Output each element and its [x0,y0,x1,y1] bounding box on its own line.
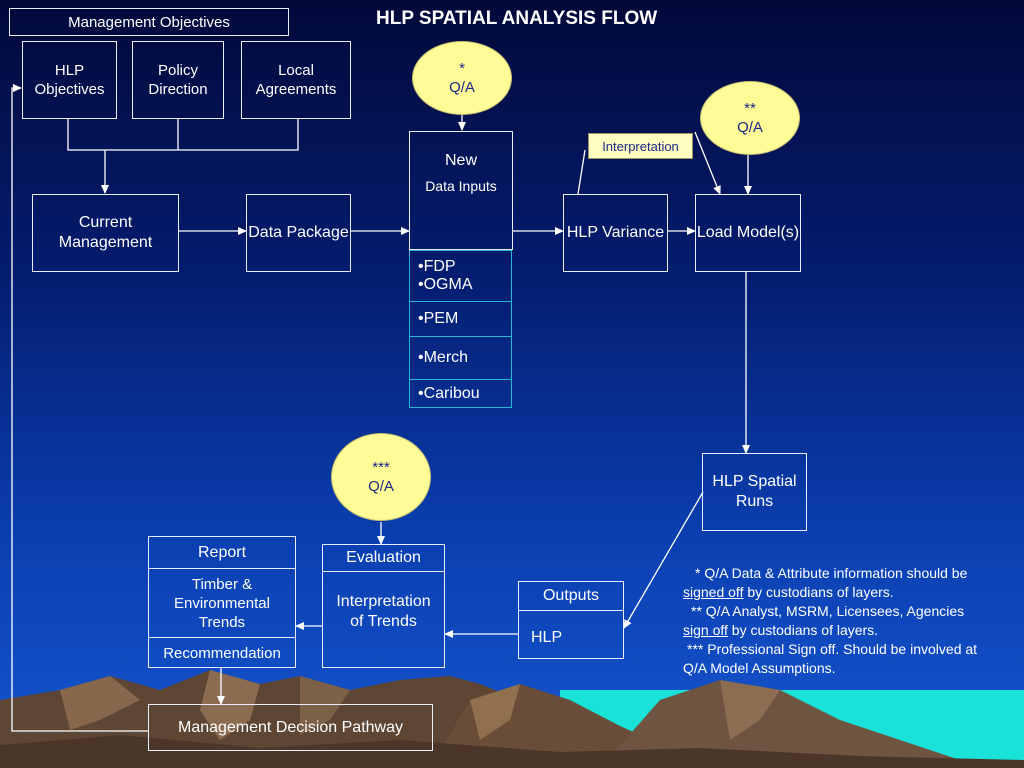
management-decision-pathway-box: Management Decision Pathway [148,704,433,751]
page-title: HLP SPATIAL ANALYSIS FLOW [376,8,658,29]
hlp-objectives-box: HLP Objectives [22,41,117,119]
policy-direction-label: Policy Direction [148,62,208,98]
data-package-box: Data Package [246,194,351,272]
qa-star: * [459,60,465,77]
report-header: Report [149,537,295,569]
evaluation-box: Evaluation Interpretation of Trends [322,544,445,668]
footnote-2: ** Q/A Analyst, MSRM, Licensees, Agencie… [683,602,983,640]
load-models-box: Load Model(s) [695,194,801,272]
report-footer: Recommendation [163,644,281,662]
hlp-objectives-label: HLP Objectives [34,62,105,98]
hlp-spatial-runs-box: HLP Spatial Runs [702,453,807,531]
report-body: Timber & Environmental Trends [149,569,295,638]
outputs-header: Outputs [519,582,623,611]
qa-star: ** [744,100,756,117]
current-management-label: Current Management [58,214,153,251]
current-management-box: Current Management [32,194,179,272]
report-box: Report Timber & Environmental Trends Rec… [148,536,296,668]
qa-label: Q/A [449,79,475,96]
hlp-spatial-runs-label: HLP Spatial Runs [712,473,797,510]
new-label: New [444,152,477,169]
local-agreements-box: Local Agreements [241,41,351,119]
qa-oval-2: ** Q/A [700,81,800,155]
hlp-variance-box: HLP Variance [563,194,668,272]
input-caribou: •Caribou [418,384,480,402]
list-item: •PEM [409,302,512,337]
outputs-box: Outputs HLP [518,581,624,659]
list-item: •FDP •OGMA [409,250,512,302]
data-input-list: •FDP •OGMA •PEM •Merch •Caribou [409,250,512,408]
footnote-2-suffix: by custodians of layers. [727,622,879,638]
footnote-3: *** Professional Sign off. Should be inv… [683,640,983,678]
data-inputs-label: Data Inputs [425,178,497,194]
footnote-1-suffix: by custodians of layers. [743,584,894,600]
evaluation-body: Interpretation of Trends [336,593,431,630]
qa-label: Q/A [368,478,394,495]
input-fdp: •FDP [418,258,456,275]
interpretation-label: Interpretation [588,133,693,159]
data-package-label: Data Package [248,224,349,241]
management-objectives-label: Management Objectives [9,8,289,36]
input-ogma: •OGMA [418,276,473,293]
qa-oval-1: * Q/A [412,41,512,115]
local-agreements-label: Local Agreements [255,62,337,98]
policy-direction-box: Policy Direction [132,41,224,119]
evaluation-header: Evaluation [323,545,444,572]
qa-oval-3: *** Q/A [331,433,431,521]
footnote-1: * Q/A Data & Attribute information shoul… [683,564,983,602]
footnotes: * Q/A Data & Attribute information shoul… [683,564,983,678]
qa-star: *** [372,459,390,476]
footnote-2-underline: sign off [683,622,728,638]
outputs-body: HLP [531,629,563,646]
management-decision-pathway-label: Management Decision Pathway [177,718,403,736]
list-item: •Merch [409,337,512,380]
list-item: •Caribou [409,380,512,408]
new-data-inputs-box: New Data Inputs [409,131,513,250]
footnote-1-text: * Q/A Data & Attribute information shoul… [695,565,968,581]
hlp-variance-label: HLP Variance [566,224,665,241]
footnote-2-text: ** Q/A Analyst, MSRM, Licensees, Agencie… [691,603,965,619]
footnote-3-text: *** Professional Sign off. Should be inv… [683,641,978,676]
input-merch: •Merch [418,349,469,366]
load-models-label: Load Model(s) [696,224,800,241]
footnote-1-underline: signed off [683,584,744,600]
input-pem: •PEM [418,310,459,327]
qa-label: Q/A [737,119,763,136]
